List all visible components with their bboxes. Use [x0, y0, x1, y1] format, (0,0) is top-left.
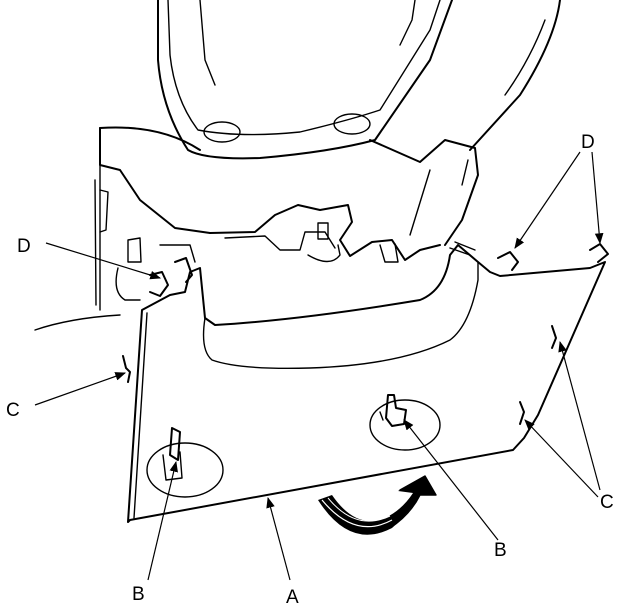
label-b-right: B [494, 540, 507, 561]
label-d-left: D [17, 236, 31, 257]
dashboard-structure [34, 0, 561, 331]
label-b-left: B [132, 584, 145, 605]
label-c-left: C [6, 400, 20, 421]
rotation-arrow [318, 475, 437, 535]
lower-cover-panel [122, 241, 609, 523]
label-d-right: D [581, 132, 595, 153]
label-c-right: C [600, 492, 614, 513]
label-a: A [286, 587, 299, 608]
leader-lines [34, 151, 604, 581]
